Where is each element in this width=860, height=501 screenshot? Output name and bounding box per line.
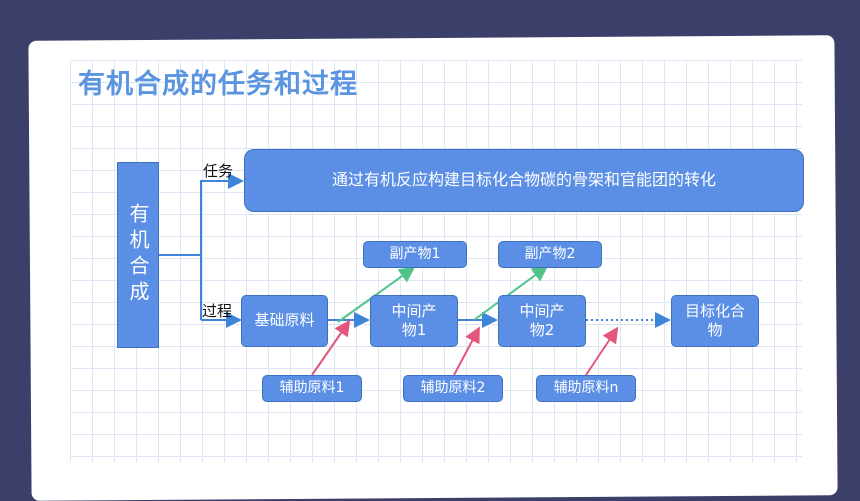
node-target-compound: 目标化合物 xyxy=(671,295,759,347)
auxiliary-box-2: 辅助原料2 xyxy=(403,375,503,402)
connector-lines xyxy=(159,173,671,376)
aux-arrow-n xyxy=(585,326,619,376)
byproduct-box-1: 副产物1 xyxy=(363,241,467,268)
aux-arrow-1 xyxy=(311,319,351,376)
branch-connector xyxy=(159,180,202,320)
node-intermediate-2: 中间产物2 xyxy=(498,295,586,347)
auxiliary-box-1: 辅助原料1 xyxy=(262,375,362,402)
node-base-material: 基础原料 xyxy=(241,295,328,347)
byproduct-box-2: 副产物2 xyxy=(498,241,602,268)
page-title: 有机合成的任务和过程 xyxy=(78,69,358,100)
byproduct-arrow-2 xyxy=(473,265,549,321)
process-label: 过程 xyxy=(202,302,233,320)
task-description-box: 通过有机反应构建目标化合物碳的骨架和官能团的转化 xyxy=(244,149,804,212)
aux-arrow-2 xyxy=(453,326,480,376)
node-intermediate-1: 中间产物1 xyxy=(370,295,458,347)
main-concept-box: 有机合成 xyxy=(117,162,159,348)
task-label: 任务 xyxy=(203,162,234,180)
auxiliary-box-n: 辅助原料n xyxy=(536,375,636,402)
